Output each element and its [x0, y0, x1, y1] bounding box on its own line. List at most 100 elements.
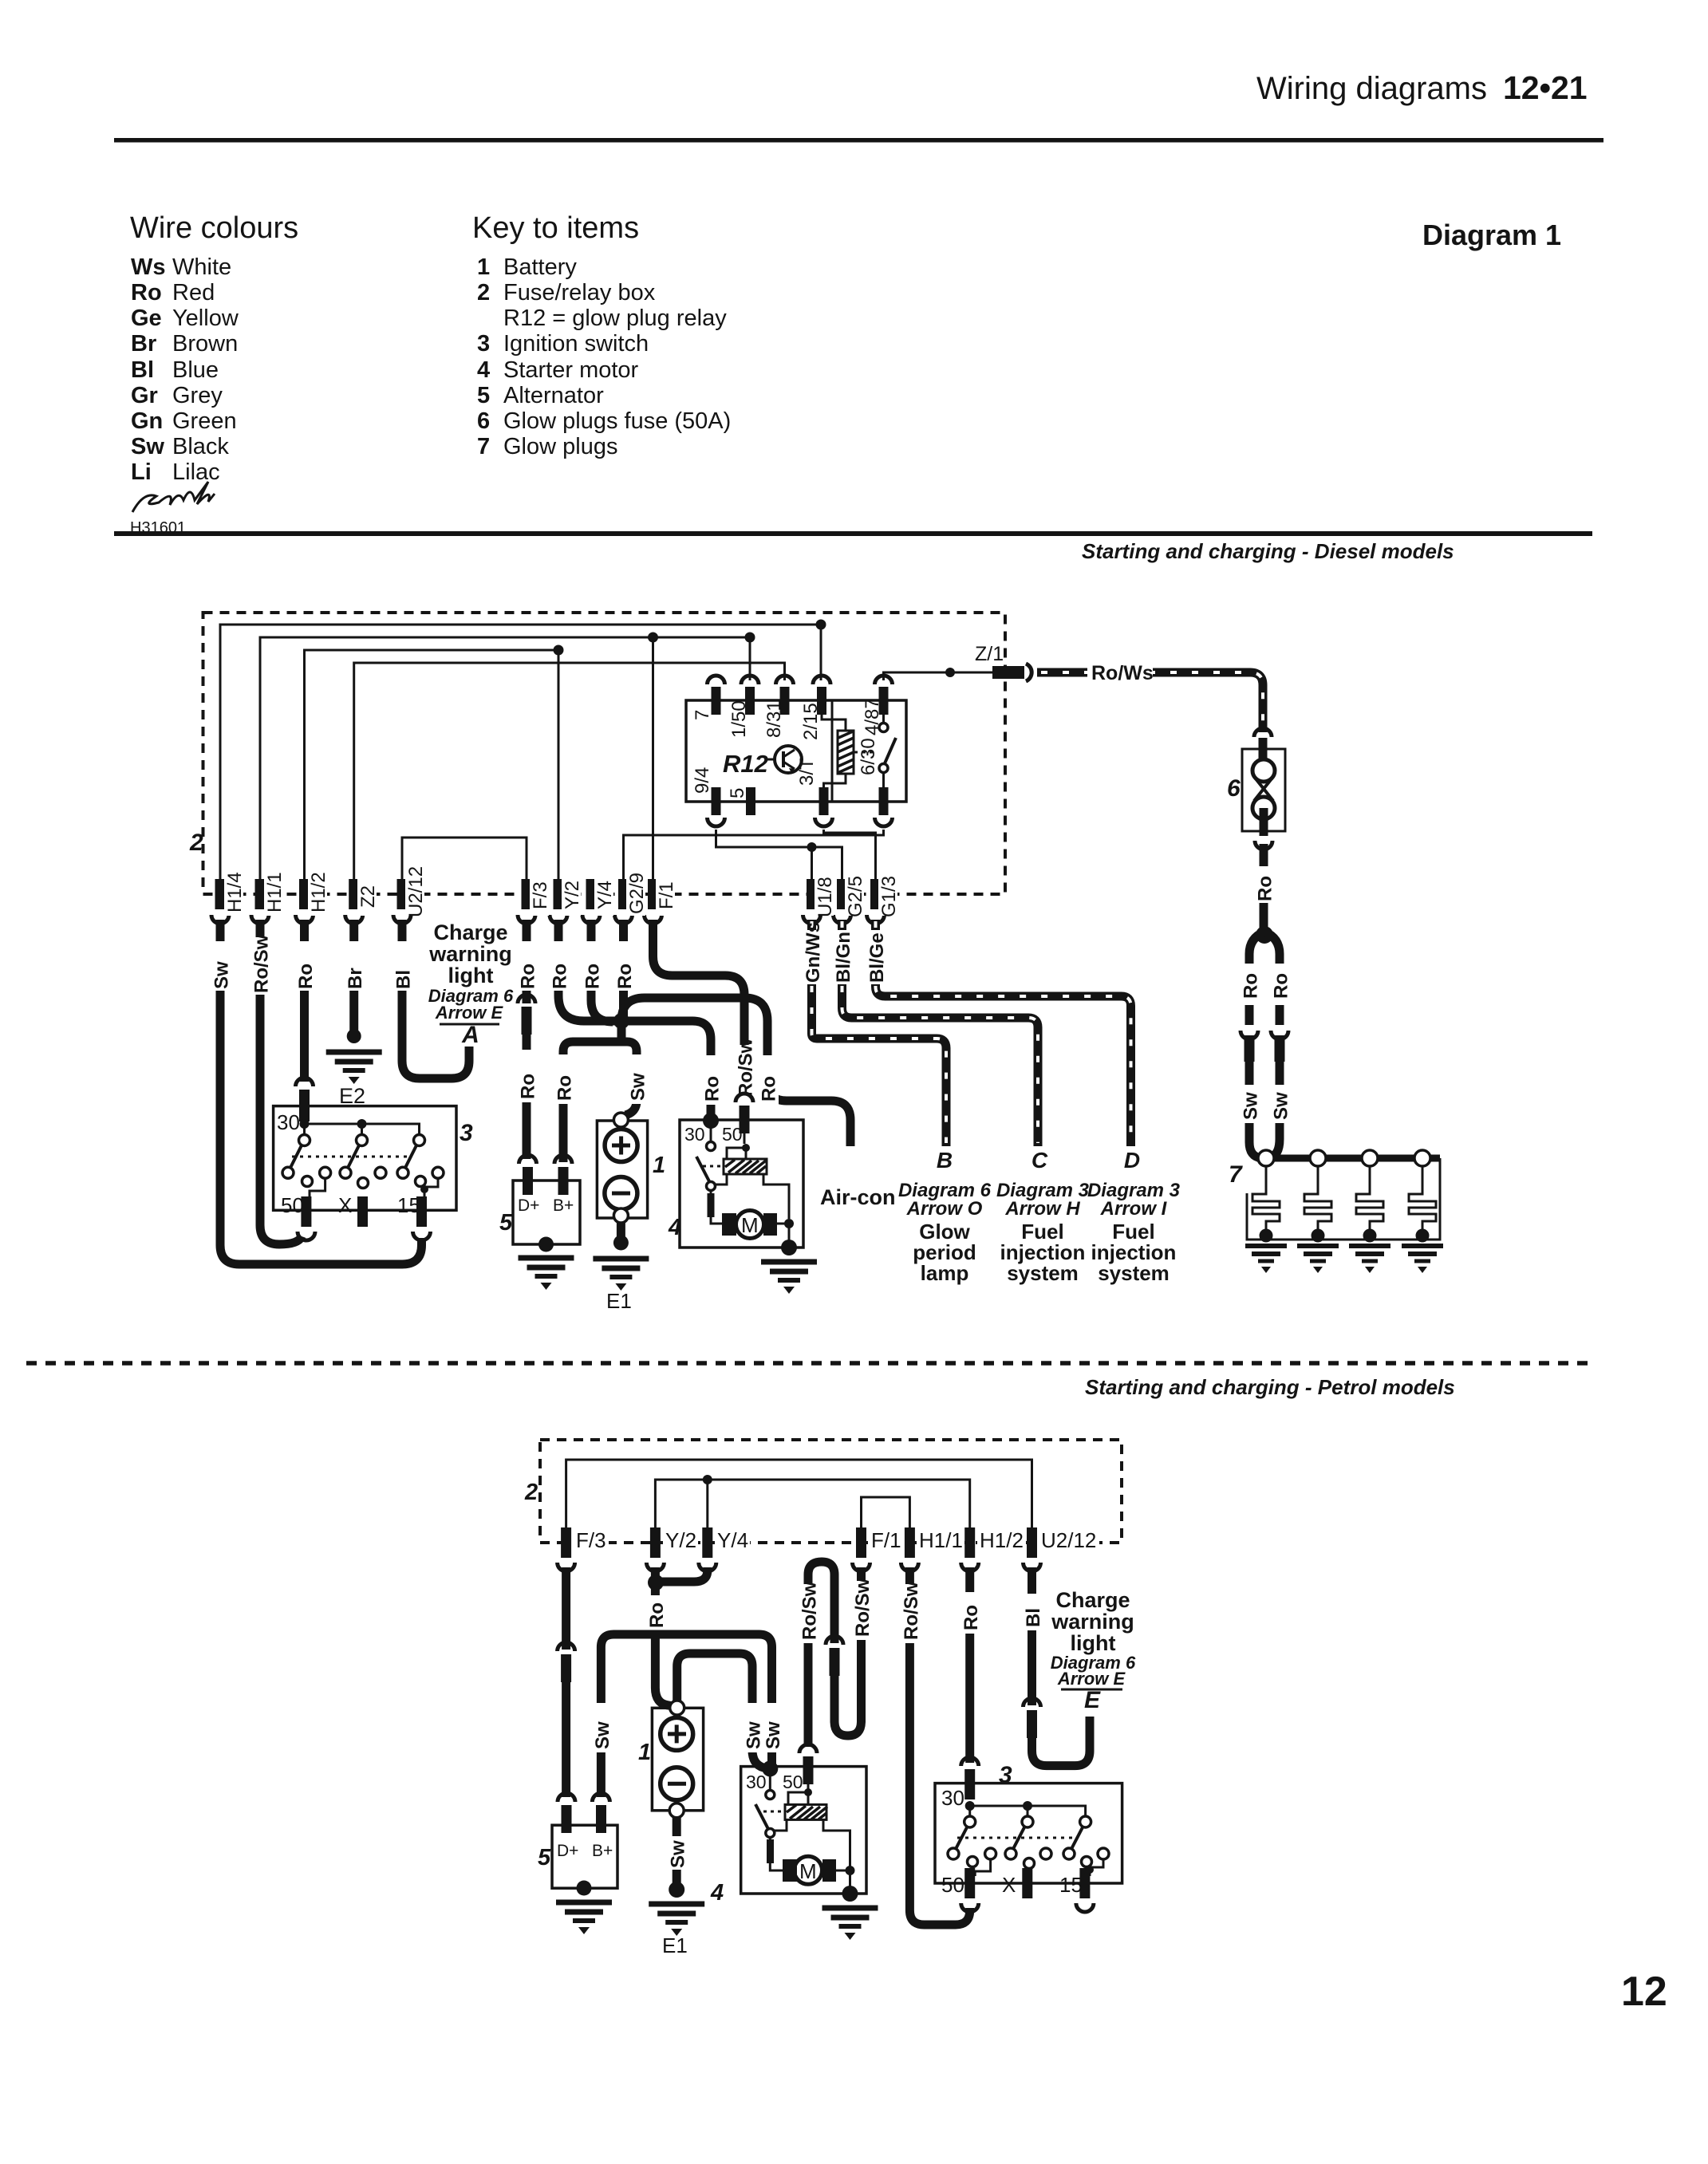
- svg-text:Ro/Sw: Ro/Sw: [901, 1581, 922, 1640]
- svg-text:M: M: [799, 1859, 817, 1883]
- svg-text:Ro: Ro: [131, 280, 162, 305]
- svg-text:6/30: 6/30: [858, 738, 879, 775]
- svg-text:Glow: Glow: [919, 1220, 970, 1244]
- svg-text:Alternator: Alternator: [503, 383, 604, 408]
- svg-text:15: 15: [397, 1193, 420, 1217]
- svg-text:3: 3: [999, 1762, 1012, 1788]
- svg-text:Arrow O: Arrow O: [906, 1198, 983, 1220]
- svg-text:Glow plugs: Glow plugs: [503, 434, 617, 459]
- svg-text:R12: R12: [723, 750, 768, 778]
- svg-text:G2/5: G2/5: [845, 876, 866, 917]
- svg-text:White: White: [172, 254, 231, 280]
- svg-text:Yellow: Yellow: [172, 305, 239, 331]
- svg-text:system: system: [1007, 1261, 1079, 1285]
- svg-text:G1/3: G1/3: [878, 876, 900, 917]
- svg-text:Ro: Ro: [554, 1075, 576, 1101]
- svg-text:Ro/Sw: Ro/Sw: [736, 1038, 757, 1097]
- svg-text:Arrow E: Arrow E: [435, 1003, 504, 1023]
- svg-text:Ro: Ro: [1241, 973, 1262, 999]
- svg-text:period: period: [913, 1240, 976, 1264]
- svg-text:Sw: Sw: [211, 961, 233, 989]
- svg-text:Arrow H: Arrow H: [1004, 1198, 1080, 1220]
- svg-text:E2: E2: [339, 1084, 365, 1108]
- svg-text:Wire colours: Wire colours: [130, 211, 298, 245]
- svg-text:Ro: Ro: [518, 964, 539, 989]
- svg-text:Li: Li: [131, 459, 152, 485]
- svg-text:Diagram 1: Diagram 1: [1422, 219, 1561, 251]
- svg-text:Y/4: Y/4: [594, 881, 616, 909]
- svg-text:7: 7: [1229, 1161, 1243, 1188]
- svg-text:H1/1: H1/1: [264, 872, 286, 913]
- svg-text:F/3: F/3: [530, 881, 551, 909]
- svg-text:Ro: Ro: [614, 964, 636, 989]
- svg-text:2: 2: [524, 1480, 538, 1505]
- svg-text:12: 12: [1621, 1969, 1667, 2015]
- svg-text:Diagram 3: Diagram 3: [1087, 1180, 1181, 1201]
- svg-text:Bl: Bl: [131, 357, 154, 383]
- svg-text:30: 30: [941, 1786, 964, 1810]
- svg-text:2: 2: [189, 830, 203, 856]
- svg-text:light: light: [1071, 1631, 1116, 1655]
- svg-text:Gr: Gr: [131, 383, 158, 408]
- svg-text:Sw: Sw: [763, 1721, 784, 1749]
- svg-text:5: 5: [727, 788, 748, 798]
- svg-text:injection: injection: [1091, 1240, 1177, 1264]
- svg-text:warning: warning: [1051, 1610, 1134, 1634]
- svg-text:4: 4: [710, 1880, 724, 1906]
- svg-text:Br: Br: [131, 331, 156, 357]
- svg-text:Y/2: Y/2: [665, 1528, 696, 1552]
- svg-text:30: 30: [277, 1110, 300, 1134]
- svg-text:U2/12: U2/12: [405, 866, 427, 917]
- svg-text:1: 1: [653, 1153, 665, 1178]
- svg-text:light: light: [448, 964, 494, 987]
- svg-text:5: 5: [477, 383, 490, 408]
- svg-text:3: 3: [460, 1120, 473, 1146]
- svg-text:4: 4: [668, 1215, 681, 1240]
- svg-text:3/T: 3/T: [796, 758, 818, 786]
- svg-text:Air-con: Air-con: [820, 1185, 896, 1209]
- svg-text:Ro/Sw: Ro/Sw: [852, 1578, 874, 1637]
- svg-text:system: system: [1098, 1261, 1170, 1285]
- svg-text:C: C: [1032, 1148, 1048, 1173]
- svg-text:B+: B+: [553, 1196, 574, 1215]
- svg-text:Sw: Sw: [668, 1840, 689, 1868]
- svg-text:Starter motor: Starter motor: [503, 357, 639, 383]
- svg-text:Sw: Sw: [592, 1721, 613, 1749]
- svg-text:H1/1: H1/1: [919, 1528, 963, 1552]
- svg-text:X: X: [1002, 1873, 1016, 1897]
- svg-text:Ge: Ge: [131, 305, 162, 331]
- svg-text:8/31: 8/31: [763, 700, 785, 738]
- svg-text:50: 50: [281, 1193, 304, 1217]
- svg-text:50: 50: [722, 1124, 743, 1145]
- svg-text:12•21: 12•21: [1503, 69, 1588, 106]
- svg-text:Wiring diagrams: Wiring diagrams: [1256, 71, 1487, 106]
- svg-text:injection: injection: [1000, 1240, 1086, 1264]
- svg-text:5: 5: [499, 1210, 513, 1236]
- svg-text:lamp: lamp: [921, 1261, 969, 1285]
- svg-text:5: 5: [538, 1845, 551, 1870]
- svg-text:G2/9: G2/9: [626, 873, 648, 914]
- svg-text:Bl/Ge: Bl/Ge: [866, 932, 888, 983]
- svg-text:1: 1: [477, 254, 490, 280]
- svg-text:F/1: F/1: [656, 881, 677, 909]
- svg-text:2/15: 2/15: [800, 703, 822, 740]
- svg-text:50: 50: [783, 1772, 803, 1792]
- svg-text:Bl: Bl: [1023, 1608, 1044, 1627]
- svg-text:E1: E1: [606, 1289, 632, 1313]
- svg-text:Glow plugs fuse (50A): Glow plugs fuse (50A): [503, 408, 731, 434]
- svg-text:Ignition switch: Ignition switch: [503, 331, 649, 357]
- svg-text:Starting and charging - Petrol: Starting and charging - Petrol models: [1085, 1375, 1455, 1399]
- svg-text:Diagram 3: Diagram 3: [996, 1180, 1090, 1201]
- svg-text:1: 1: [638, 1740, 651, 1765]
- svg-text:Charge: Charge: [433, 920, 507, 944]
- svg-text:M: M: [741, 1213, 759, 1237]
- svg-text:Ro: Ro: [582, 964, 604, 989]
- svg-text:Green: Green: [172, 408, 237, 434]
- svg-text:7: 7: [477, 434, 490, 459]
- svg-text:D+: D+: [557, 1842, 578, 1860]
- svg-text:Ro: Ro: [550, 964, 571, 989]
- svg-text:Y/4: Y/4: [717, 1528, 748, 1552]
- svg-text:Red: Red: [172, 280, 215, 305]
- svg-text:1/50: 1/50: [728, 700, 750, 738]
- svg-text:Black: Black: [172, 434, 229, 459]
